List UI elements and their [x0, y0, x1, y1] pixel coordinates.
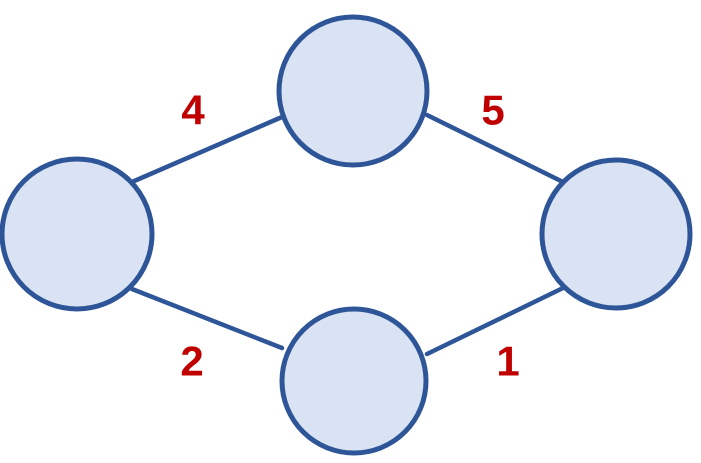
- edge-weight-label-left-top: 4: [181, 87, 205, 134]
- edge-weight-label-bottom-right: 1: [496, 338, 519, 385]
- edge-weight-label-left-bottom: 2: [180, 338, 203, 385]
- edge-weight-label-top-right: 5: [481, 87, 504, 134]
- node-left: [0, 156, 155, 312]
- edge-left-bottom: [129, 286, 285, 351]
- node-bottom: [279, 306, 429, 456]
- node-top: [276, 14, 430, 168]
- edge-bottom-right: [424, 285, 566, 357]
- edge-left-top: [129, 114, 285, 185]
- node-right: [539, 157, 693, 311]
- edge-top-right: [424, 112, 566, 185]
